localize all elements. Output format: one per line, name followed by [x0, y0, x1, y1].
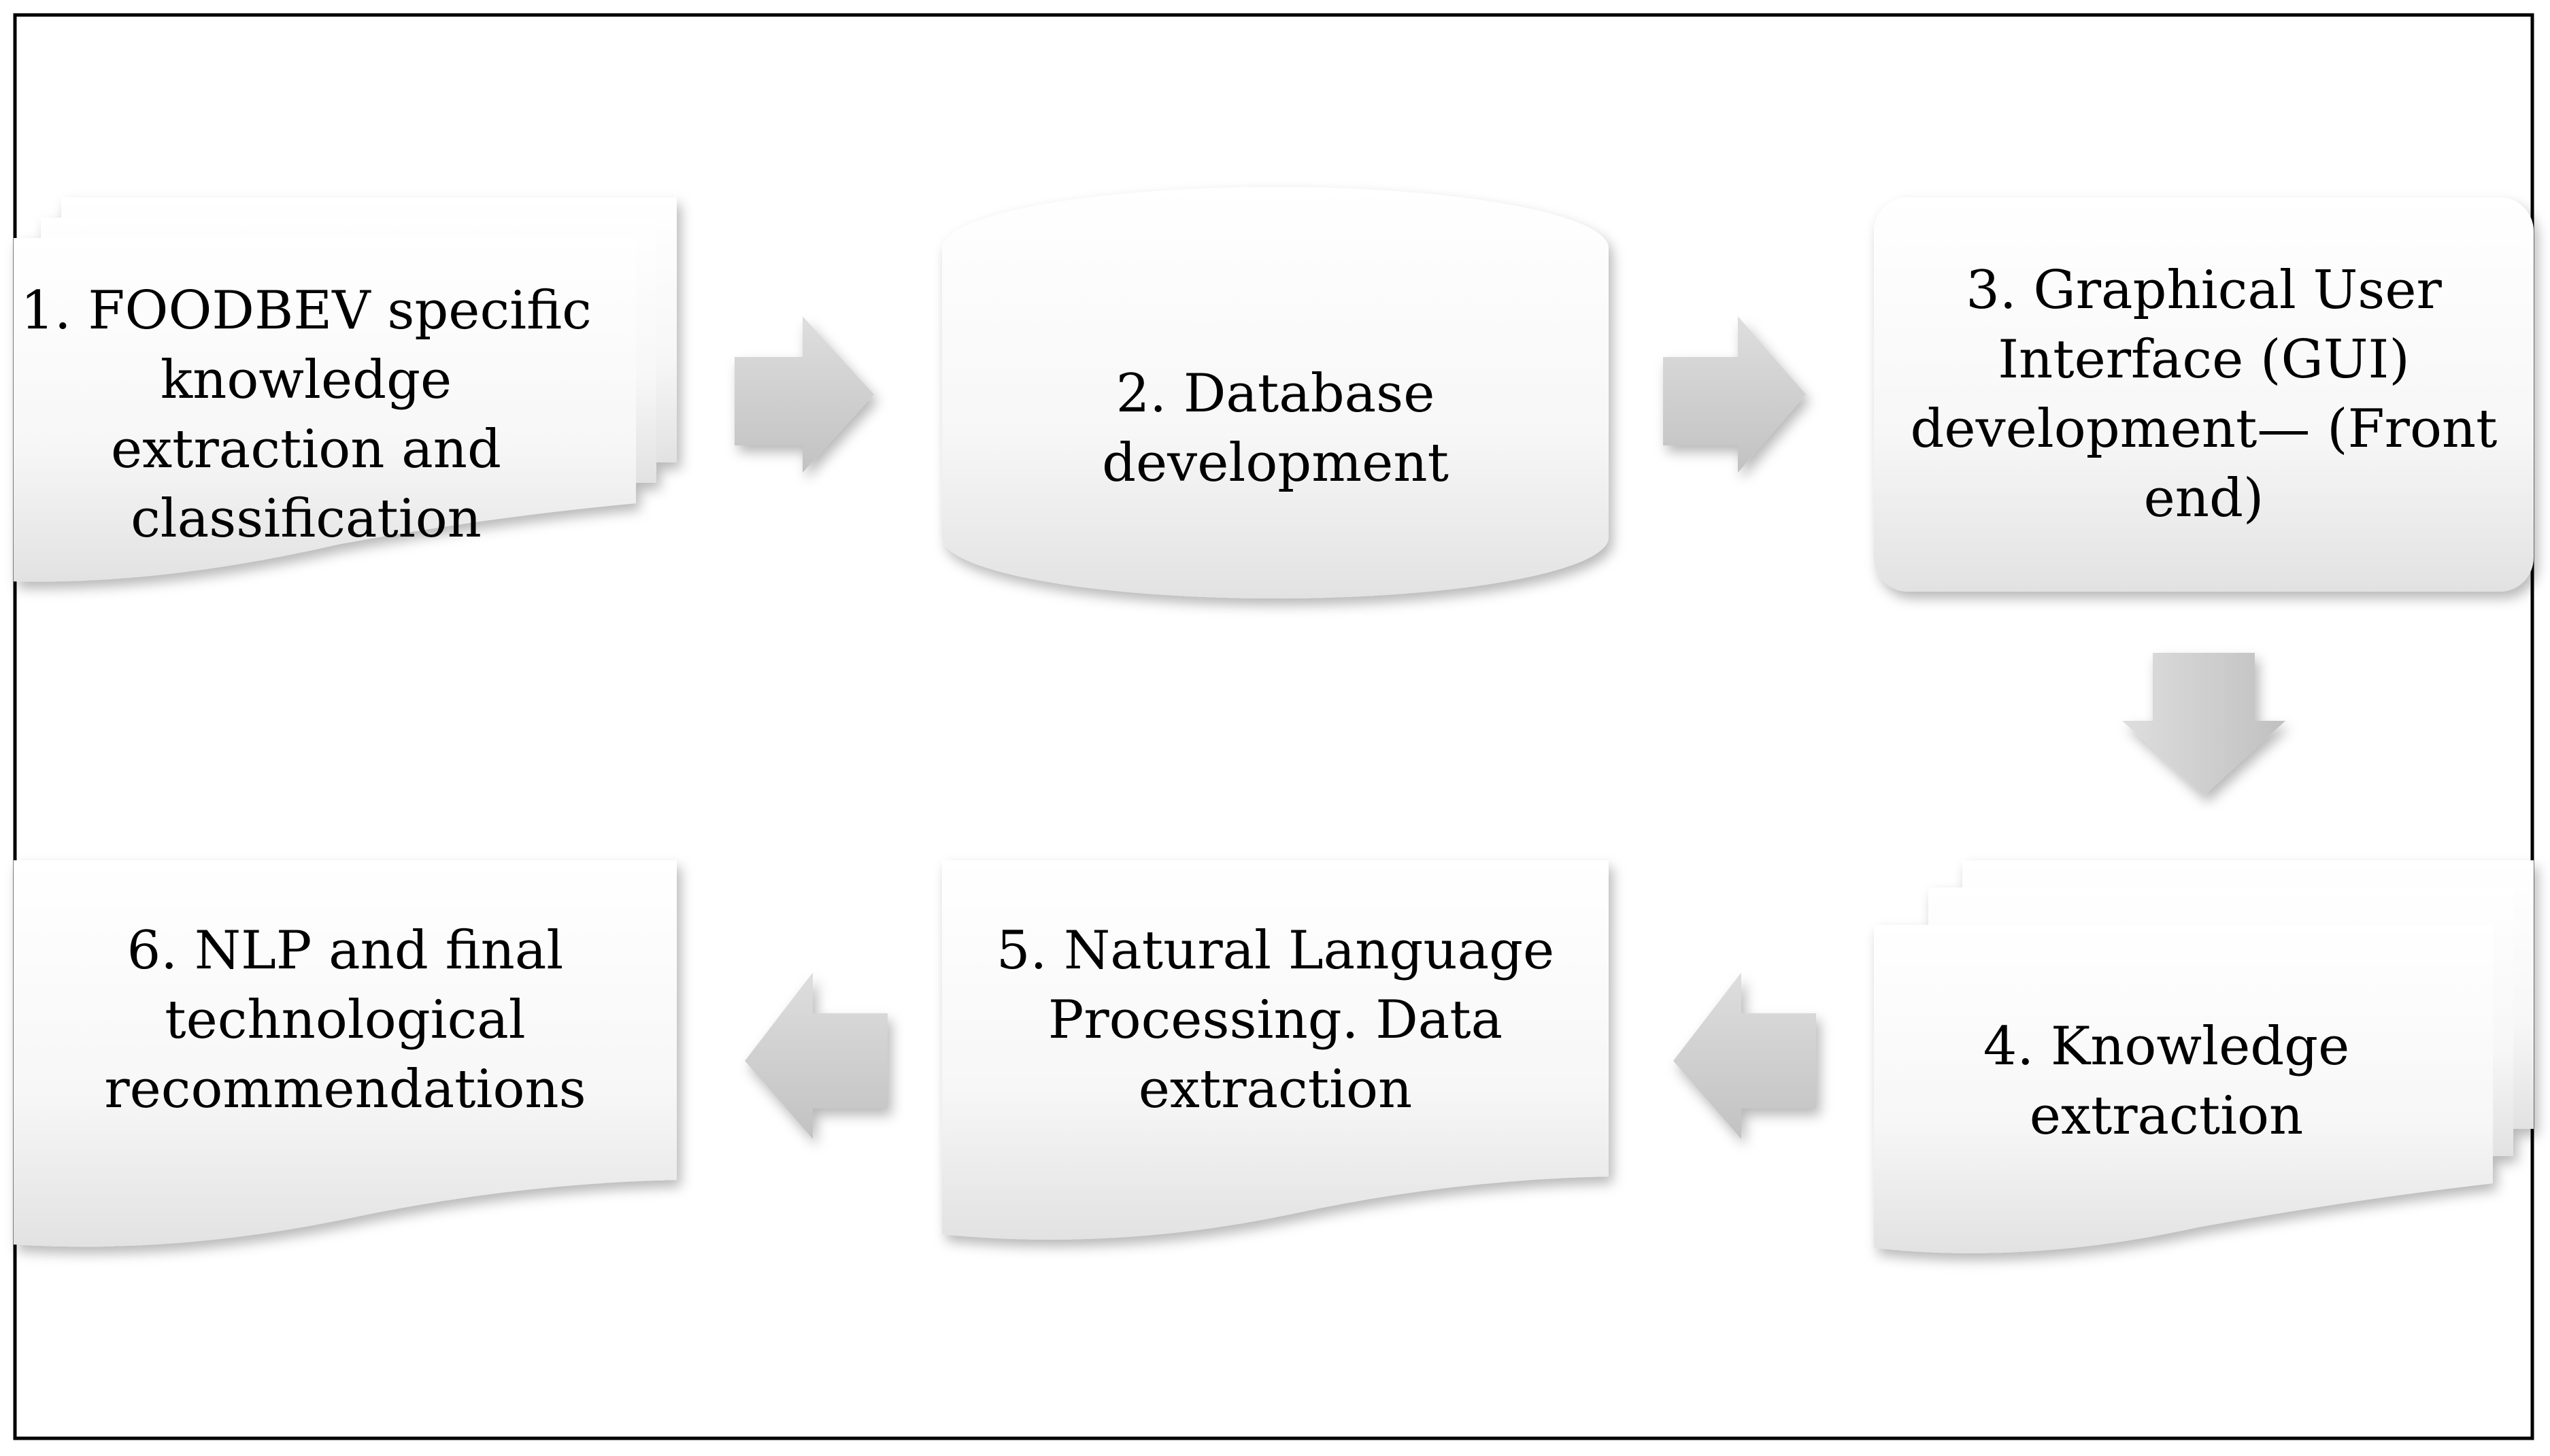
node-6-document-shape: [14, 860, 677, 1247]
node-6-line-3: recommendations: [104, 1059, 586, 1120]
node-2-label: 2. Database development: [942, 286, 1609, 571]
node-3-label: 3. Graphical User Interface (GUI) develo…: [1874, 245, 2534, 544]
node-3-line-4: end): [2143, 468, 2264, 529]
node-5-line-1: 5. Natural Language: [996, 920, 1555, 981]
node-5-label: 5. Natural Language Processing. Data ext…: [942, 884, 1609, 1156]
arrow-4-to-5-left: [1673, 972, 1816, 1139]
node-5-document-shape: [942, 860, 1609, 1240]
node-4-line-1: 4. Knowledge: [1983, 1016, 2350, 1077]
node-3-line-1: 3. Graphical User: [1966, 260, 2442, 321]
node-6-line-2: technological: [165, 989, 526, 1051]
node-4-multidocument-shape: [1874, 860, 2534, 1253]
node-1-multidocument-shape: [14, 197, 677, 582]
arrow-5-to-6-left: [745, 972, 888, 1139]
arrow-1-to-2-right: [735, 316, 874, 473]
node-4-line-2: extraction: [2029, 1085, 2304, 1147]
outer-frame: [13, 13, 2534, 1440]
node-2-database-shape: [942, 187, 1609, 598]
node-5-line-3: extraction: [1138, 1059, 1413, 1120]
node-3-rounded-rect-shape: [1874, 197, 2534, 592]
node-3-line-3: development— (Front: [1910, 399, 2498, 460]
node-5-line-2: Processing. Data: [1047, 989, 1503, 1051]
node-4-label: 4. Knowledge extraction: [1874, 952, 2459, 1210]
node-2-line-1: 2. Database: [1115, 363, 1435, 424]
node-1-label: 1. FOODBEV specific knowledge extraction…: [14, 272, 599, 558]
arrow-2-to-3-right: [1663, 316, 1806, 473]
node-1-line-4: classification: [131, 488, 482, 549]
node-6-line-1: 6. NLP and final: [127, 920, 564, 981]
node-3-line-2: Interface (GUI): [1998, 329, 2410, 390]
node-2-line-2: development: [1102, 433, 1449, 494]
node-1-line-1: 1. FOODBEV specific: [20, 280, 592, 341]
node-1-line-3: extraction and: [111, 419, 501, 480]
node-6-label: 6. NLP and final technological recommend…: [14, 884, 677, 1156]
node-1-line-2: knowledge: [160, 350, 452, 411]
arrow-3-to-4-down: [2122, 653, 2285, 796]
